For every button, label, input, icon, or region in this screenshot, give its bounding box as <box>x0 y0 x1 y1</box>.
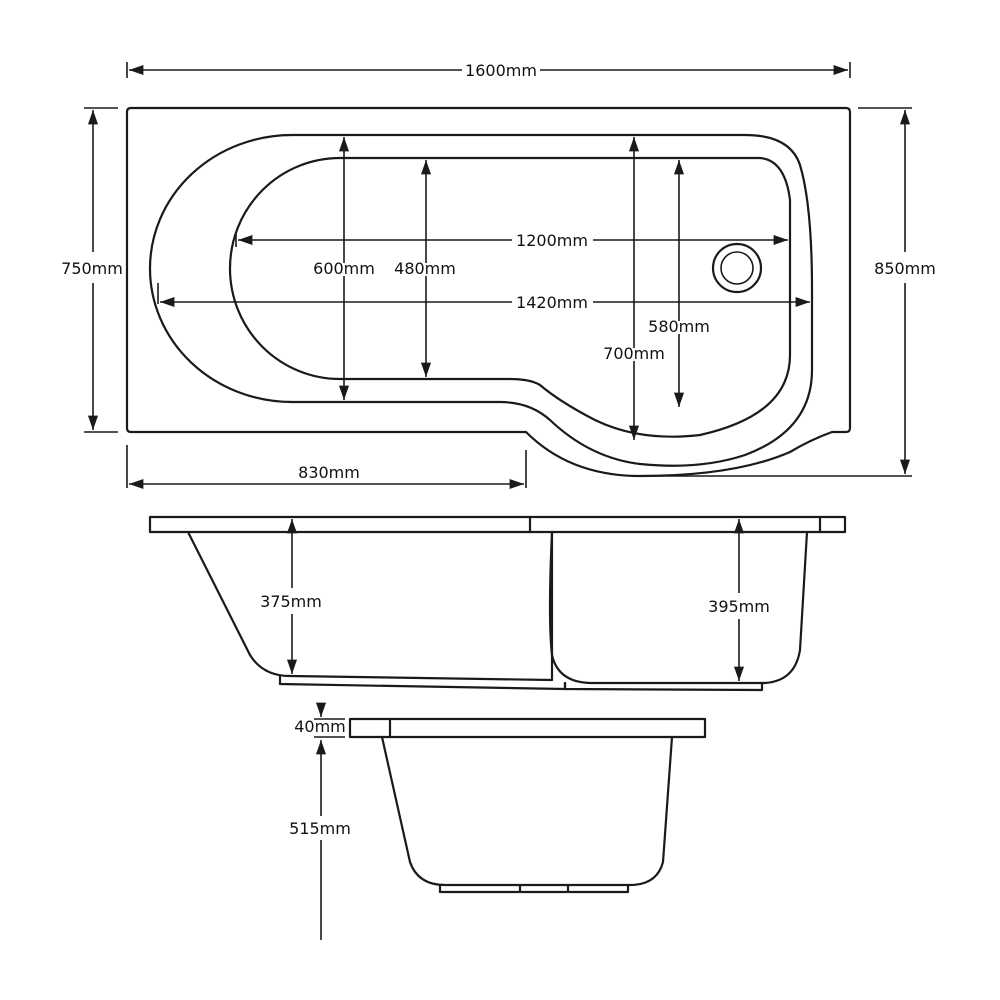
screen-end-length-label: 830mm <box>298 463 360 482</box>
bath-interior-length-label: 1420mm <box>516 293 588 312</box>
end-elevation: 40mm 515mm <box>289 702 707 940</box>
interior-width-left-label: 600mm <box>313 259 375 278</box>
deck-width-left-label: 750mm <box>61 259 123 278</box>
side-elevation: 375mm 395mm <box>148 515 847 692</box>
dimension-depth-left: 375mm <box>260 519 322 674</box>
side-body-left <box>186 530 554 682</box>
dimension-deck-width-right: 850mm <box>640 107 936 477</box>
interior-width-right-label: 700mm <box>603 344 665 363</box>
waste-outlet <box>711 242 763 294</box>
depth-right-label: 395mm <box>708 597 770 616</box>
floor-length-label: 1200mm <box>516 231 588 250</box>
bath-rim-outline <box>148 133 814 467</box>
end-body <box>380 735 674 887</box>
dimension-floor-width-left: 480mm <box>392 160 458 377</box>
dimension-bath-interior-length: 1420mm <box>157 283 810 312</box>
dimension-interior-width-left: 600mm <box>311 137 377 400</box>
dimension-floor-width-right: 580mm <box>646 160 712 407</box>
floor-width-right-label: 580mm <box>648 317 710 336</box>
dimension-floor-length: 1200mm <box>235 231 788 250</box>
end-rim <box>348 717 707 739</box>
side-rim <box>148 515 847 534</box>
end-base-plinth <box>438 883 630 894</box>
plan-view: 1600mm 750mm 850mm 830mm <box>61 61 936 490</box>
bath-deck-outline <box>125 106 852 478</box>
dimension-screen-end-length: 830mm <box>126 445 527 490</box>
depth-left-label: 375mm <box>260 592 322 611</box>
rim-thickness-label: 40mm <box>294 717 346 736</box>
floor-width-left-label: 480mm <box>394 259 456 278</box>
dimension-interior-width-right: 700mm <box>601 137 667 440</box>
dimension-end-depth: 515mm <box>289 740 351 940</box>
dimension-deck-width-left: 750mm <box>61 107 123 433</box>
side-body-right <box>548 530 809 685</box>
deck-width-right-label: 850mm <box>874 259 936 278</box>
end-depth-label: 515mm <box>289 819 351 838</box>
dimension-overall-length: 1600mm <box>126 61 851 80</box>
dimension-rim-thickness: 40mm <box>293 702 347 738</box>
bath-basin-outline <box>228 156 792 438</box>
overall-length-label: 1600mm <box>465 61 537 80</box>
dimension-depth-right: 395mm <box>708 519 770 681</box>
